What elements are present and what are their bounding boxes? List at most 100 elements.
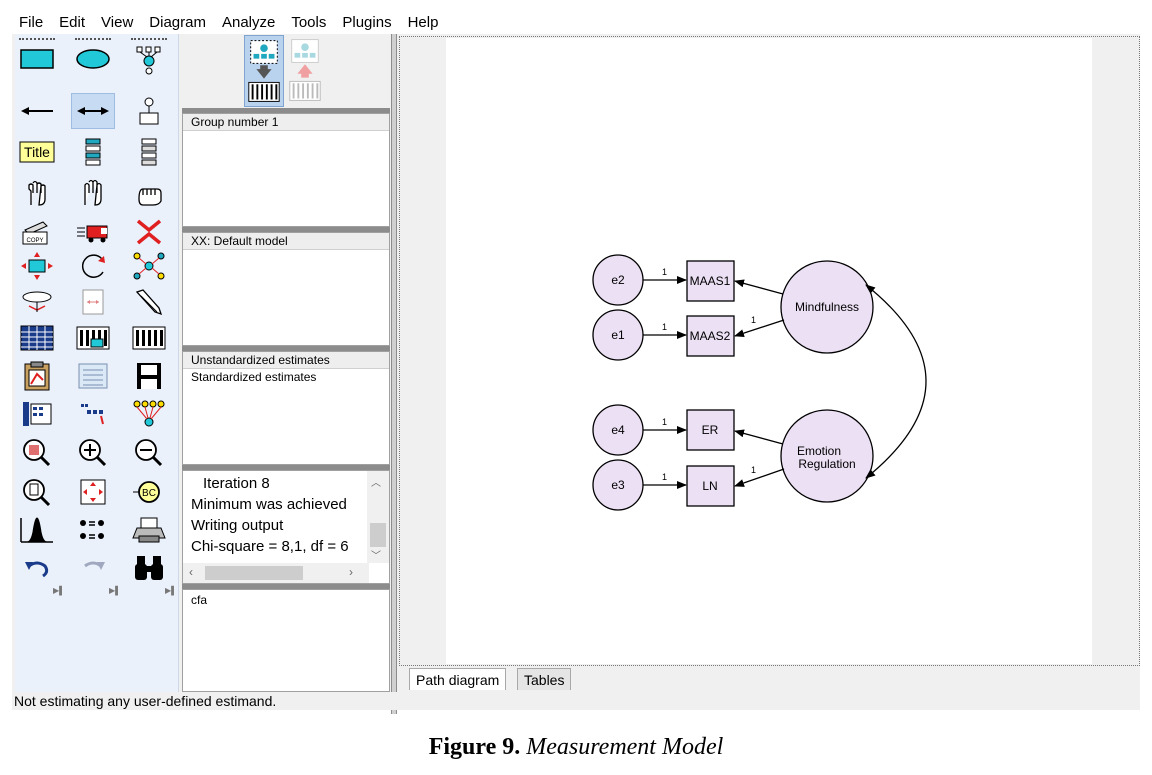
multiple-group-icon[interactable]	[71, 512, 115, 548]
covariance-mindfulness-emotion[interactable]	[865, 284, 927, 479]
draw-path-icon[interactable]	[15, 93, 59, 129]
view-input-button[interactable]	[244, 35, 284, 107]
scroll-right-icon[interactable]: ›	[349, 565, 353, 579]
zoom-in-area-icon[interactable]	[15, 434, 59, 470]
scroll-left-icon[interactable]: ‹	[189, 565, 193, 579]
save-diagram-icon[interactable]	[127, 358, 171, 394]
panel-splitter[interactable]	[182, 346, 390, 351]
add-unique-variable-icon[interactable]	[127, 93, 171, 129]
tab-path-diagram[interactable]: Path diagram	[409, 668, 507, 690]
select-one-object-icon[interactable]	[15, 175, 59, 211]
figure-caption-icon[interactable]: Title	[15, 134, 59, 170]
select-data-files-icon[interactable]	[15, 320, 59, 356]
reflect-indicators-icon[interactable]	[127, 248, 171, 284]
menu-plugins[interactable]: Plugins	[342, 14, 392, 31]
redraw-icon[interactable]	[71, 474, 115, 510]
expand-arrow-icon[interactable]: ▶▌	[165, 586, 177, 595]
path-diagram-canvas[interactable]: e2 e1 e4 e3 MAAS1	[446, 38, 1092, 664]
draw-observed-variable-icon[interactable]	[15, 41, 59, 77]
file-item[interactable]: cfa	[191, 593, 208, 607]
calculate-estimates-icon[interactable]	[127, 320, 171, 356]
object-properties-icon[interactable]	[15, 396, 59, 432]
panel-splitter[interactable]	[182, 465, 390, 470]
path-emotion-er[interactable]	[734, 429, 784, 445]
latent-mindfulness[interactable]: Mindfulness	[780, 260, 874, 354]
show-page-icon[interactable]	[15, 474, 59, 510]
move-objects-icon[interactable]	[71, 214, 115, 250]
panel-splitter[interactable]	[182, 227, 390, 232]
menu-diagram[interactable]: Diagram	[149, 14, 206, 31]
path-mindfulness-maas1[interactable]	[734, 279, 784, 295]
draw-latent-indicator-icon[interactable]	[127, 41, 171, 77]
draw-covariance-icon[interactable]	[71, 93, 115, 129]
tool-palette: Title COPY	[15, 34, 179, 692]
list-variables-dataset-icon[interactable]	[127, 134, 171, 170]
unstandardized-estimates-item[interactable]: Unstandardized estimates	[183, 352, 389, 369]
menu-help[interactable]: Help	[407, 14, 439, 31]
expand-arrow-icon[interactable]: ▶▌	[53, 586, 65, 595]
zoom-in-icon[interactable]	[71, 434, 115, 470]
erase-objects-icon[interactable]	[127, 214, 171, 250]
path-view-toggle	[182, 34, 390, 110]
error-e2[interactable]: e2	[592, 254, 644, 306]
error-e1[interactable]: e1	[592, 309, 644, 361]
rotate-indicators-icon[interactable]	[71, 248, 115, 284]
pane-divider[interactable]	[391, 34, 397, 714]
draw-unobserved-variable-icon[interactable]	[71, 41, 115, 77]
menu-tools[interactable]: Tools	[291, 14, 327, 31]
observed-ln[interactable]: LN	[686, 465, 735, 507]
standardized-estimates-item[interactable]: Standardized estimates	[191, 370, 317, 384]
weight-label: 1	[662, 267, 667, 277]
scroll-thumb[interactable]	[370, 523, 386, 547]
tab-tables[interactable]: Tables	[517, 668, 572, 690]
parameter-formats-panel: Unstandardized estimates Standardized es…	[182, 351, 390, 465]
error-e3[interactable]: e3	[592, 459, 644, 511]
vertical-scrollbar[interactable]: ︿ ﹀	[367, 471, 389, 563]
latent-emotion-regulation[interactable]: Emotion Regulation	[780, 409, 874, 503]
view-output-button[interactable]	[286, 35, 326, 107]
deselect-all-objects-icon[interactable]	[127, 175, 171, 211]
error-label: e1	[611, 328, 625, 342]
print-icon[interactable]	[127, 512, 171, 548]
menu-edit[interactable]: Edit	[59, 14, 86, 31]
select-all-objects-icon[interactable]	[71, 175, 115, 211]
menu-file[interactable]: File	[19, 14, 44, 31]
scroll-down-icon[interactable]: ﹀	[371, 551, 381, 562]
panel-splitter[interactable]	[182, 108, 390, 113]
group-item[interactable]: Group number 1	[183, 114, 389, 131]
menu-analyze[interactable]: Analyze	[221, 14, 276, 31]
observed-maas1[interactable]: MAAS1	[686, 260, 735, 302]
drawing-area[interactable]: e2 e1 e4 e3 MAAS1	[399, 36, 1140, 666]
preserve-symmetries-icon[interactable]	[127, 396, 171, 432]
observed-er[interactable]: ER	[686, 409, 735, 451]
scroll-thumb[interactable]	[205, 566, 303, 580]
loupe-icon[interactable]: BC	[127, 474, 171, 510]
change-shape-icon[interactable]	[15, 248, 59, 284]
panel-splitter[interactable]	[182, 584, 390, 589]
analysis-properties-icon[interactable]	[71, 320, 115, 356]
undo-icon[interactable]	[15, 550, 59, 586]
list-variables-model-icon[interactable]	[71, 134, 115, 170]
menu-view[interactable]: View	[101, 14, 134, 31]
figure-caption: Figure 9. Measurement Model	[0, 734, 1152, 761]
model-item[interactable]: XX: Default model	[183, 233, 389, 250]
scroll-icon[interactable]	[71, 284, 115, 320]
expand-arrow-icon[interactable]: ▶▌	[109, 586, 121, 595]
observed-maas2[interactable]: MAAS2	[686, 315, 735, 357]
error-e4[interactable]: e4	[592, 404, 644, 456]
scroll-up-icon[interactable]: ︿	[371, 478, 381, 489]
path-diagram: e2 e1 e4 e3 MAAS1	[592, 254, 927, 511]
path-mindfulness-maas2[interactable]	[734, 319, 785, 338]
move-parameter-values-icon[interactable]	[15, 284, 59, 320]
path-emotion-ln[interactable]	[734, 468, 785, 487]
duplicate-objects-icon[interactable]: COPY	[15, 214, 59, 250]
view-text-icon[interactable]	[71, 358, 115, 394]
redo-icon[interactable]	[71, 550, 115, 586]
touch-up-icon[interactable]	[127, 284, 171, 320]
copy-to-clipboard-icon[interactable]	[15, 358, 59, 394]
horizontal-scrollbar[interactable]: ‹ ›	[183, 563, 369, 583]
zoom-out-icon[interactable]	[127, 434, 171, 470]
drag-properties-icon[interactable]	[71, 396, 115, 432]
bayesian-estimation-icon[interactable]	[15, 512, 59, 548]
specification-search-icon[interactable]	[127, 550, 171, 586]
